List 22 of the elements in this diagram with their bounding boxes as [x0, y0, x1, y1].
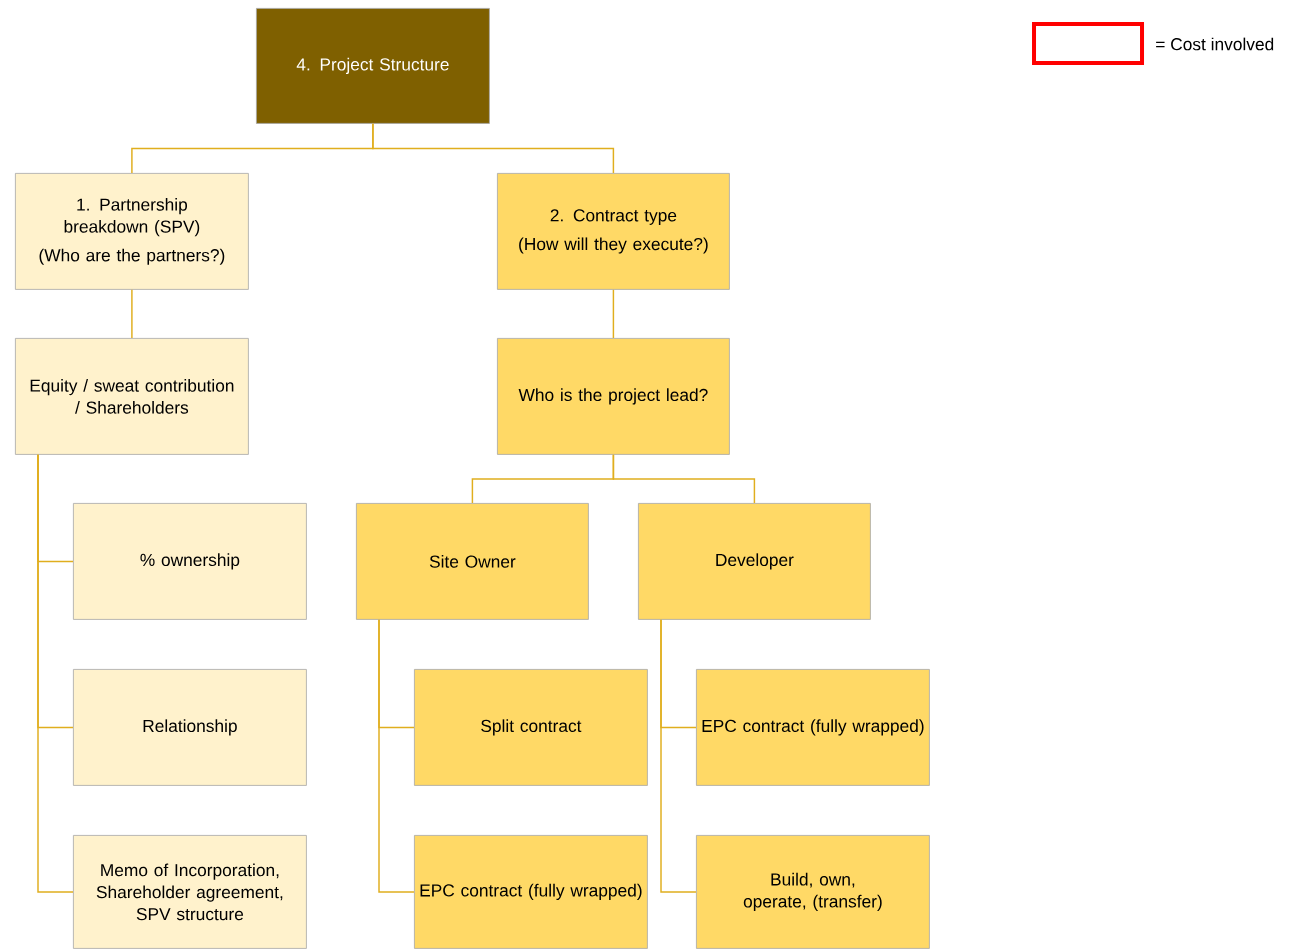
- branch-box: EPC contract (fully wrapped): [696, 669, 930, 786]
- branch-box: Split contract: [414, 669, 648, 786]
- branch-box: Build, own, operate, (transfer): [696, 835, 930, 949]
- root-box: 4. Project Structure: [256, 8, 490, 124]
- branch-box: 1. Partnership breakdown (SPV) (Who are the partners?): [15, 173, 249, 290]
- branch-box: Memo of Incorporation, Shareholder agreement, SPV structure: [73, 835, 307, 949]
- connector: [660, 619, 697, 893]
- branch-box: Who is the project lead?: [497, 338, 730, 455]
- connector: [378, 619, 415, 893]
- branch-box: % ownership: [73, 503, 307, 620]
- connector: [612, 454, 756, 504]
- connector: [131, 289, 133, 339]
- connector: [37, 454, 74, 893]
- legend-text: = Cost involved: [1156, 37, 1274, 51]
- branch-box: Relationship: [73, 669, 307, 786]
- branch-box: Equity / sweat contribution / Shareholders: [15, 338, 249, 455]
- branch-box: Developer: [638, 503, 871, 620]
- branch-box: 2. Contract type (How will they execute?): [497, 173, 730, 290]
- connector: [612, 289, 615, 339]
- connector: [372, 123, 615, 174]
- branch-box: Site Owner: [356, 503, 589, 620]
- branch-box: EPC contract (fully wrapped): [414, 835, 648, 949]
